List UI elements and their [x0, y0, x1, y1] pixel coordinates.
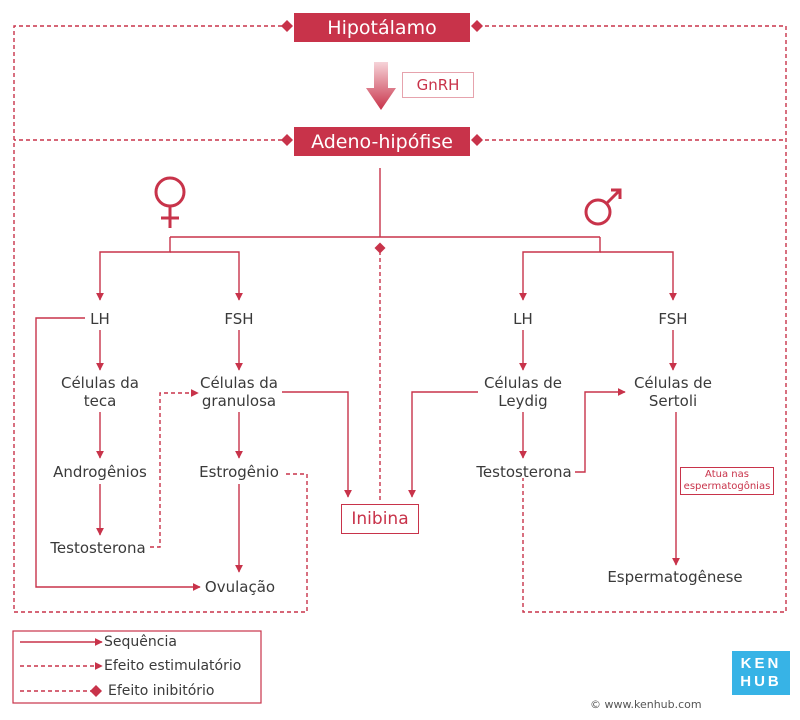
female-branch-fsh [170, 251, 243, 301]
celulas-leydig-line1: Células de [483, 374, 563, 392]
gnrh-arrow [366, 62, 396, 110]
male-branch-fsh [600, 251, 677, 301]
androgenios-label: Androgênios [53, 463, 147, 481]
granulosa-to-inibina [282, 391, 352, 498]
inibina-label: Inibina [351, 509, 409, 529]
celulas-leydig-line2: Leydig [498, 392, 548, 410]
inhibit-diamond [471, 134, 483, 146]
leydig-to-inibina [408, 391, 478, 498]
testosterona-stim-granulosa [150, 389, 199, 548]
celulas-sertoli-line1: Células de [633, 374, 713, 392]
male-symbol-icon [584, 188, 622, 226]
female-branch [96, 237, 171, 301]
hipotalamo-box: Hipotálamo [294, 13, 470, 42]
female-fsh-label: FSH [224, 310, 254, 328]
legend-label-inibitorio: Efeito inibitório [108, 683, 215, 699]
estrogenio-label: Estrogênio [199, 463, 279, 481]
espermatogenese-label: Espermatogênese [607, 568, 743, 586]
inhibit-diamond [281, 20, 293, 32]
inibina-box: Inibina [341, 504, 419, 534]
celulas-granulosa-line2: granulosa [201, 392, 277, 410]
celulas-leydig-label: Células de Leydig [478, 374, 568, 410]
celulas-granulosa-label: Células da granulosa [194, 374, 284, 410]
hypothalamus-feedback-line-right [478, 25, 787, 613]
female-symbol-icon [154, 176, 186, 228]
testosterona-female-label: Testosterona [50, 539, 146, 557]
gnrh-box: GnRH [402, 72, 474, 98]
legend-label-sequencia: Sequência [104, 634, 177, 650]
testosterona-to-sertoli [575, 388, 626, 473]
atua-note-box: Atua nas espermatogônias [680, 467, 774, 495]
ovulacao-label: Ovulação [204, 578, 276, 596]
male-fsh-label: FSH [658, 310, 688, 328]
atua-note-line1: Atua nas [705, 469, 749, 480]
adeno-hipofise-label: Adeno-hipófise [311, 130, 453, 153]
legend-label-estimulatorio: Efeito estimulatório [104, 658, 242, 674]
testosterona-male-label: Testosterona [476, 463, 572, 481]
celulas-teca-label: Células da teca [50, 374, 150, 410]
lh-to-ovulacao [35, 317, 201, 591]
gnrh-label: GnRH [416, 76, 460, 94]
legend-diamond [90, 685, 102, 697]
logo-line2: HUB [740, 673, 782, 690]
copyright-text: © www.kenhub.com [590, 698, 702, 711]
male-branch [519, 237, 601, 301]
inhibit-diamond [281, 134, 293, 146]
hypothalamus-feedback-line [13, 25, 308, 613]
inhibit-diamond [471, 20, 483, 32]
kenhub-logo: KEN HUB [732, 651, 790, 695]
celulas-teca-line1: Células da [60, 374, 140, 392]
legend-box [12, 630, 262, 704]
celulas-teca-line2: teca [83, 392, 117, 410]
celulas-sertoli-label: Células de Sertoli [628, 374, 718, 410]
atua-note-line2: espermatogônias [683, 481, 771, 492]
male-lh-label: LH [513, 310, 533, 328]
logo-line1: KEN [740, 655, 782, 672]
female-lh-label: LH [90, 310, 110, 328]
celulas-granulosa-line1: Células da [199, 374, 279, 392]
celulas-sertoli-line2: Sertoli [648, 392, 698, 410]
adeno-hipofise-box: Adeno-hipófise [294, 127, 470, 156]
hipotalamo-label: Hipotálamo [327, 16, 437, 39]
